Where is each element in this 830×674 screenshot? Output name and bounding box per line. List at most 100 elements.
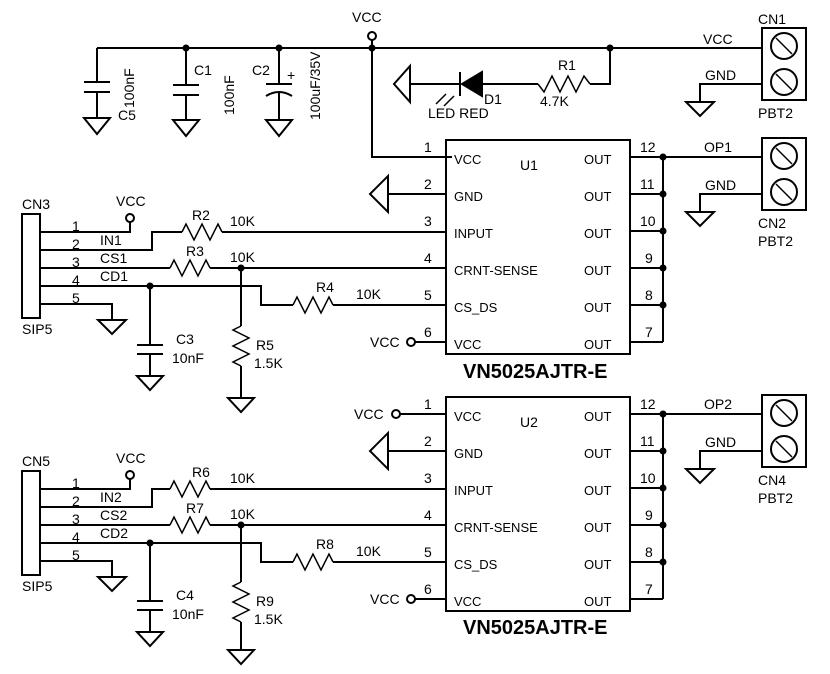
ic_pins-right-3-name-label: OUT [584,520,612,535]
ic_pins-left-3-num-label: 4 [424,250,432,266]
ic_pins-left-3-name-label: CRNT-SENSE [454,263,538,278]
channels-0-input_connector-type-label: SIP5 [22,321,53,337]
ic_pins-right-2-num-label: 10 [640,470,656,486]
channels-1-r_input-value-label: 10K [230,470,256,486]
channels-0-r_input-ref-label: R2 [192,207,210,223]
ic-u2-body [445,396,631,612]
d1-value: LED RED [428,105,489,121]
ic-u1-body [445,139,631,355]
c5-ref: C5 [118,107,136,123]
ic_pins-left-2-num-label: 3 [424,470,432,486]
ic_pins-right-5-name-label: OUT [584,337,612,352]
connector-cn4: GND CN4 PBT2 [683,394,807,506]
led-indicator: R1 4.7K D1 LED RED [392,44,614,121]
ic_pins-left-5-name-label: VCC [454,594,481,609]
channels-0-nets-in-label: IN1 [100,232,122,248]
cn1-vcc-label: VCC [703,31,733,47]
channels-1-input_connector-type-label: SIP5 [22,578,53,594]
channels-1-r_pulldown-ref-label: R9 [256,593,274,609]
channels-1-r_pulldown-value-label: 1.5K [254,611,283,627]
channels-1-output_connector-ref-label: CN4 [758,472,786,488]
ic_pins-right-1-num-label: 11 [640,176,655,192]
ic_pins-left-0-num-label: 1 [424,396,432,412]
cn1-type: PBT2 [758,105,793,121]
cn1-gnd-label: GND [705,67,736,83]
ic_pins-right-1-name-label: OUT [584,446,612,461]
channels-1-r_sense-ref-label: R7 [186,500,204,516]
ic_pins-left-1-name-label: GND [454,446,483,461]
ic_pins-left-2-name-label: INPUT [454,226,493,241]
connector-cn3: CN3 SIP5 1 2 3 4 5 VCC IN1 CS1 CD1 [21,193,293,337]
gnd-label: GND [705,434,736,450]
ic_pins-right-4-num-label: 8 [645,287,653,303]
connector-cn2: GND CN2 PBT2 [683,137,807,249]
ic_pins-right-5-num-label: 7 [645,581,653,597]
ic_pins-left-4-num-label: 5 [424,287,432,303]
channels-0-output_connector-ref-label: CN2 [758,215,786,231]
c2-ref: C2 [252,62,270,78]
ic_pins-right-3-num-label: 9 [645,250,653,266]
channels-0-r_csds-ref-label: R4 [316,279,334,295]
sip_pins-3-label: 4 [72,272,80,288]
channels-1-r_input-ref-label: R6 [192,464,210,480]
channels-1-cap-value-label: 10nF [172,606,204,622]
ic_pins-right-3-name-label: OUT [584,263,612,278]
channels-0-cap-value-label: 10nF [172,350,204,366]
ic_pins-right-0-name-label: OUT [584,409,612,424]
channels-0-input_connector-ref-label: CN3 [22,196,50,212]
sip_pins-1-label: 2 [72,493,80,509]
ic_pins-right-4-name-label: OUT [584,300,612,315]
ic_pins-right-4-name-label: OUT [584,557,612,572]
sip_pins-0-label: 1 [72,218,80,234]
vcc-label: VCC [370,591,400,607]
ic_pins-left-0-num-label: 1 [424,139,432,155]
capacitor-c1: C1 100nF [170,44,237,138]
channels-0-r_sense-ref-label: R3 [186,243,204,259]
ic_pins-right-5-num-label: 7 [645,324,653,340]
ic_pins-right-3-num-label: 9 [645,507,653,523]
channels-1-output_net-label: OP2 [704,396,732,412]
sip_pins-2-label: 3 [72,254,80,270]
ic_pins-right-2-num-label: 10 [640,213,656,229]
ic_pins-left-4-name-label: CS_DS [454,300,498,315]
ic_pins-right-2-name-label: OUT [584,226,612,241]
vcc-label: VCC [354,406,384,422]
ic_pins-right-2-name-label: OUT [584,483,612,498]
ic_pins-right-1-name-label: OUT [584,189,612,204]
ic_pins-left-0-name-label: VCC [454,409,481,424]
ic_pins-right-1-num-label: 11 [640,433,655,449]
ic_pins-left-3-name-label: CRNT-SENSE [454,520,538,535]
channels-1-nets-cs-label: CS2 [100,507,127,523]
channels-1-ic-ref-label: U2 [520,414,538,430]
ic_pins-right-5-name-label: OUT [584,594,612,609]
channels-1-r_csds-ref-label: R8 [316,536,334,552]
op1-label: OP1 [704,139,732,155]
sip_pins-1-label: 2 [72,236,80,252]
c1-value: 100nF [221,75,237,115]
ic_pins-left-4-num-label: 5 [424,544,432,560]
channels-0-output_connector-type-label: PBT2 [758,233,793,249]
ic_pins-left-1-name-label: GND [454,189,483,204]
ic_pins-left-1-num-label: 2 [424,176,432,192]
c5-value: 100nF [121,68,137,108]
ic_pins-right-4-num-label: 8 [645,544,653,560]
channels-0-nets-cd-label: CD1 [100,268,128,284]
ic_pins-left-1-num-label: 2 [424,433,432,449]
c2-value: 100uF/35V [307,51,323,120]
vcc-label-top: VCC [352,9,382,25]
channel-2: U2 VN5025AJTR-E VCC GND INPUT CRNT-SENSE… [21,394,807,666]
channels-0-cap-ref-label: C3 [176,331,194,347]
channels-1-nets-cd-label: CD2 [100,525,128,541]
channels-0-r_pulldown-ref-label: R5 [256,337,274,353]
gnd-label: GND [705,177,736,193]
c2-plus: + [287,67,295,83]
vcc-label: VCC [116,450,146,466]
channels-1-cap-ref-label: C4 [176,587,194,603]
sip_pins-0-label: 1 [72,475,80,491]
u1-vcc6-label: VCC [370,334,400,350]
channels-1-output_connector-type-label: PBT2 [758,490,793,506]
ic_pins-right-0-num-label: 12 [640,396,656,412]
ic_pins-right-0-name-label: OUT [584,152,612,167]
capacitor-c5: C5 100nF [81,48,137,136]
